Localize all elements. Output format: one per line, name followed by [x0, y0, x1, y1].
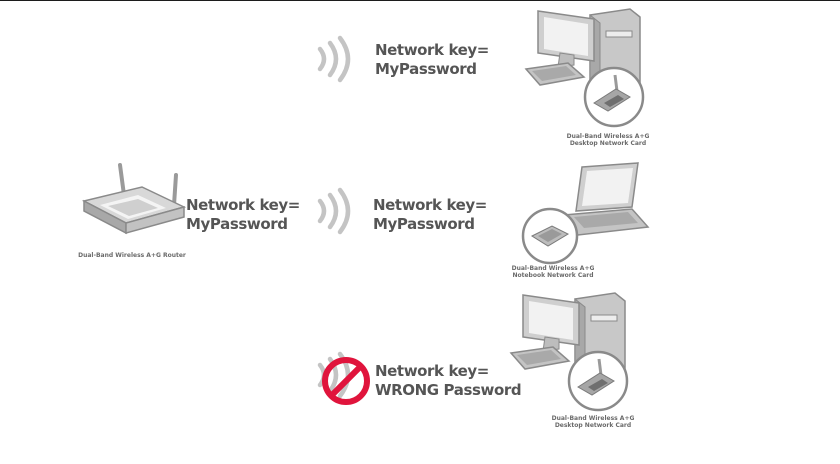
desktop-card-magnifier-icon [566, 349, 630, 413]
notebook-card-magnifier-icon [520, 206, 580, 266]
client3-key-line1: Network key= [375, 362, 521, 381]
router-caption: Dual-Band Wireless A+G Router [62, 252, 202, 259]
client3-caption: Dual-Band Wireless A+G Desktop Network C… [533, 415, 653, 429]
client2-key-line2: MyPassword [373, 215, 487, 234]
client1-caption: Dual-Band Wireless A+G Desktop Network C… [548, 133, 668, 147]
router-icon [72, 161, 192, 241]
client3-key-line2: WRONG Password [375, 381, 521, 400]
client1-card-line1: Dual-Band Wireless A+G [548, 133, 668, 140]
client2-card-line2: Notebook Network Card [498, 272, 608, 279]
desktop-card-magnifier-icon [582, 65, 646, 129]
client1-key-line1: Network key= [375, 41, 489, 60]
client2-key-line1: Network key= [373, 196, 487, 215]
client3-card-line1: Dual-Band Wireless A+G [533, 415, 653, 422]
client1-network-key: Network key= MyPassword [375, 41, 489, 79]
client2-caption: Dual-Band Wireless A+G Notebook Network … [498, 265, 608, 279]
client2-card-line1: Dual-Band Wireless A+G [498, 265, 608, 272]
client1-card-line2: Desktop Network Card [548, 140, 668, 147]
prohibited-icon [320, 355, 372, 407]
router-key-line1: Network key= [186, 196, 300, 215]
router-key-line2: MyPassword [186, 215, 300, 234]
router-network-key: Network key= MyPassword [186, 196, 300, 234]
client3-network-key: Network key= WRONG Password [375, 362, 521, 400]
client3-card-line2: Desktop Network Card [533, 422, 653, 429]
wireless-signal-icon [316, 37, 356, 81]
client2-network-key: Network key= MyPassword [373, 196, 487, 234]
client1-key-line2: MyPassword [375, 60, 489, 79]
wireless-signal-icon [316, 189, 356, 233]
router-label: Dual-Band Wireless A+G Router [62, 252, 202, 259]
